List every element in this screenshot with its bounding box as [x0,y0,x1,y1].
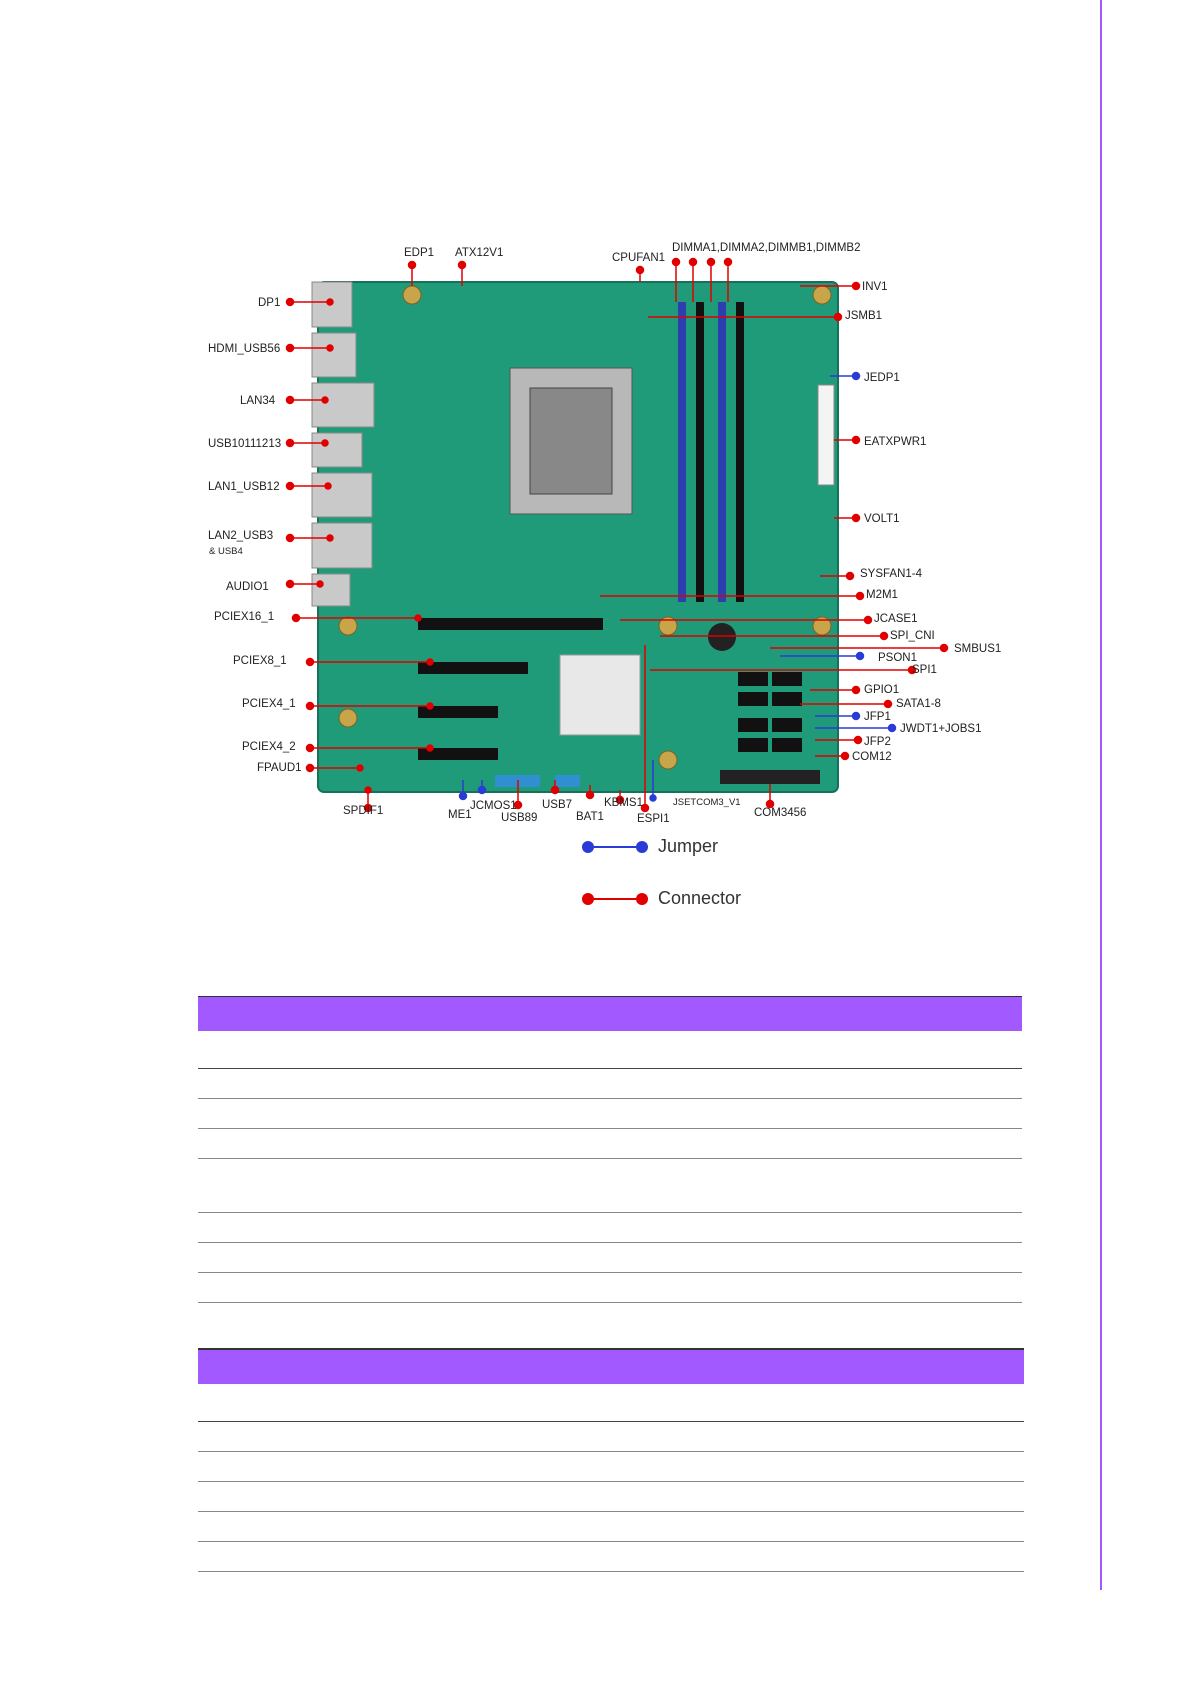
label-jsmb1: JSMB1 [845,310,882,323]
table-row [198,1512,1024,1542]
label-pciex4-2: PCIEX4_2 [242,741,296,754]
label-jsetcom: JSETCOM3_V1 [673,796,741,809]
label-gpio1: GPIO1 [864,684,899,697]
label-dp1: DP1 [258,297,280,310]
label-hdmi-usb56: HDMI_USB56 [208,343,280,356]
label-spdif1: SPDIF1 [343,805,383,818]
table-row [198,1384,1024,1422]
label-audio1: AUDIO1 [226,581,269,594]
motherboard-layout-diagram: EDP1 ATX12V1 CPUFAN1 DIMMA1,DIMMA2,DIMMB… [0,0,1191,960]
label-volt1: VOLT1 [864,513,900,526]
connector-table [198,1348,1024,1572]
table-row [198,1273,1022,1303]
label-com3456: COM3456 [754,807,806,820]
label-m2m1: M2M1 [866,589,898,602]
table-header [198,996,1022,1031]
table-row [198,1129,1022,1159]
legend-jumper-label: Jumper [658,836,718,857]
battery [708,623,736,651]
label-jwdt: JWDT1+JOBS1 [900,723,981,736]
label-usb7: USB7 [542,799,572,812]
label-eatxpwr1: EATXPWR1 [864,436,926,449]
label-pciex16-1: PCIEX16_1 [214,611,274,624]
label-jfp1: JFP1 [864,711,891,724]
jumper-table [198,996,1022,1303]
label-spi-cni: SPI_CNI [890,630,935,643]
label-pciex4-1: PCIEX4_1 [242,698,296,711]
label-sysfan: SYSFAN1-4 [860,568,922,581]
table-row [198,1031,1022,1069]
table-row [198,1213,1022,1243]
table-row [198,1482,1024,1512]
label-pciex8-1: PCIEX8_1 [233,655,287,668]
label-kbms1: KBMS1 [604,797,643,810]
label-me1: ME1 [448,809,472,822]
eatxpwr-connector [818,385,834,485]
table-row [198,1452,1024,1482]
label-atx12v1: ATX12V1 [455,247,503,260]
label-cpufan1: CPUFAN1 [612,252,665,265]
label-com12: COM12 [852,751,892,764]
table-row [198,1422,1024,1452]
diagram-legend: Jumper Connector [580,835,820,935]
label-inv1: INV1 [862,281,888,294]
label-jedp1: JEDP1 [864,372,900,385]
label-usb10111213: USB10111213 [208,438,281,451]
label-espi1: ESPI1 [637,813,670,826]
table-header [198,1348,1024,1384]
label-smbus1: SMBUS1 [954,643,1001,656]
legend-connector-label: Connector [658,888,741,909]
label-lan1-usb12: LAN1_USB12 [208,481,280,494]
label-spi1: SPI1 [912,664,937,677]
label-fpaud1: FPAUD1 [257,762,302,775]
table-row [198,1243,1022,1273]
com-header [720,770,820,784]
label-sata: SATA1-8 [896,698,941,711]
chipset-heatsink [560,655,640,735]
legend-connector: Connector [580,887,820,911]
label-jcmos1: JCMOS1 [470,800,517,813]
label-lan34: LAN34 [240,395,275,408]
label-dimm: DIMMA1,DIMMA2,DIMMB1,DIMMB2 [672,242,861,255]
label-lan2-usb3: LAN2_USB3 [208,530,273,543]
table-row [198,1159,1022,1213]
label-edp1: EDP1 [404,247,434,260]
connector-marker-icon [582,893,594,905]
label-usb4: & USB4 [209,545,243,558]
label-usb89: USB89 [501,812,537,825]
label-jfp2: JFP2 [864,736,891,749]
table-row [198,1069,1022,1099]
jumper-marker-icon [582,841,594,853]
legend-jumper: Jumper [580,835,820,859]
table-row [198,1542,1024,1572]
label-jcase1: JCASE1 [874,613,917,626]
table-row [198,1099,1022,1129]
label-bat1: BAT1 [576,811,604,824]
